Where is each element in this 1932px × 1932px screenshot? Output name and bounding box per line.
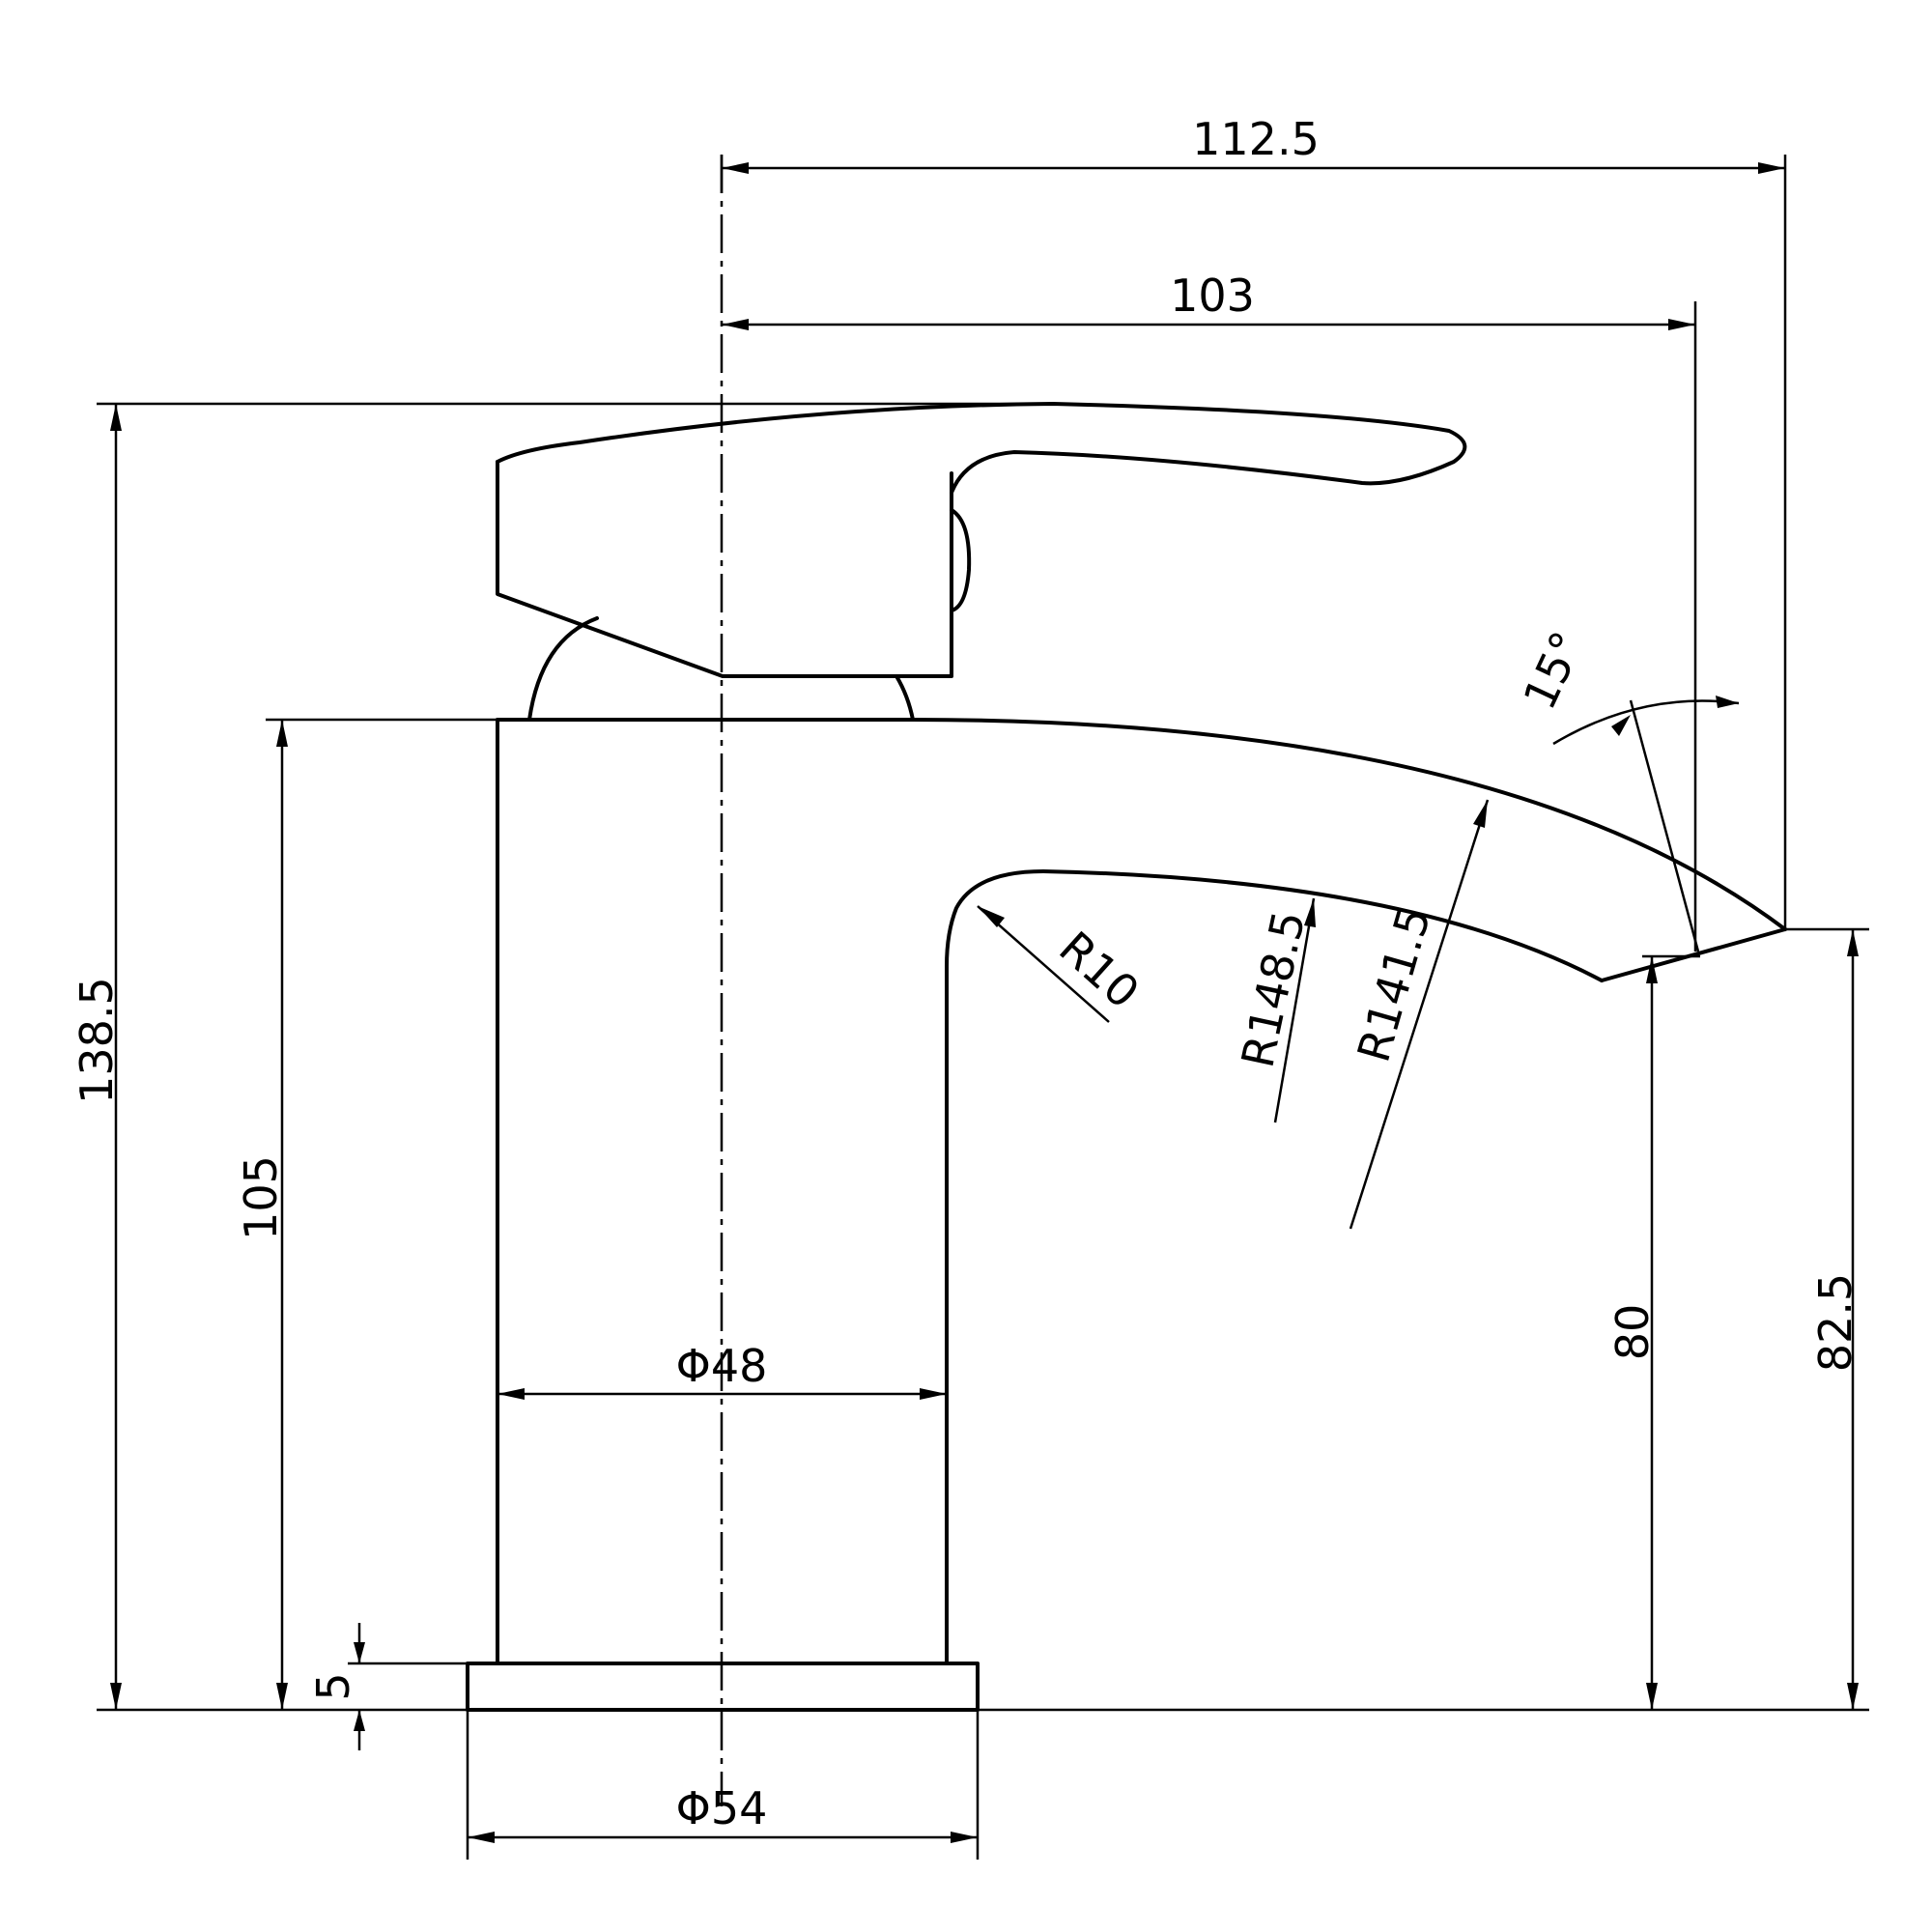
dim-height-body: 105 — [235, 718, 497, 1710]
dim-radius-upper: R141.5 — [1347, 799, 1490, 1230]
dim-label-138-5: 138.5 — [71, 977, 123, 1104]
dim-spout-height-inner: 80 — [1606, 954, 1700, 1710]
dim-label-82-5: 82.5 — [1809, 1273, 1861, 1372]
handle-side-disc — [950, 508, 972, 612]
dim-base-diameter: Φ54 — [466, 1710, 980, 1860]
dim-width-total: 112.5 — [720, 113, 1787, 929]
dim-width-spout: 103 — [722, 270, 1697, 952]
handle-lever — [496, 402, 1467, 495]
dim-spout-height-outer: 82.5 — [978, 927, 1869, 1712]
dim-label-r148-5: R148.5 — [1232, 906, 1316, 1071]
dim-label-80: 80 — [1606, 1304, 1659, 1361]
handle-block — [496, 460, 953, 678]
cartridge-dome — [527, 616, 599, 722]
dim-label-5: 5 — [307, 1672, 359, 1700]
dim-body-diameter: Φ48 — [497, 1340, 947, 1400]
dim-label-r10: R10 — [1049, 922, 1149, 1019]
dim-label-phi54: Φ54 — [676, 1782, 768, 1834]
dim-radius-inner: R10 — [977, 905, 1150, 1023]
dim-label-105: 105 — [235, 1155, 287, 1240]
faucet-outline — [466, 402, 1787, 1712]
dim-label-103: 103 — [1170, 270, 1255, 322]
dim-label-15deg: 15° — [1513, 624, 1593, 718]
spout-outlet-edge — [1600, 927, 1787, 982]
spout-upper-edge — [911, 718, 1787, 931]
cartridge-dome-right — [895, 674, 915, 722]
dim-radius-lower: R148.5 — [1232, 897, 1316, 1123]
dim-label-112-5: 112.5 — [1192, 113, 1320, 165]
dim-height-total: 138.5 — [71, 402, 1053, 1712]
dim-label-r141-5: R141.5 — [1347, 901, 1440, 1067]
dim-outlet-angle: 15° — [1513, 624, 1740, 952]
spout-lower-edge — [945, 869, 1604, 982]
dim-base-thickness: 5 — [307, 1623, 468, 1750]
dim-label-phi48: Φ48 — [676, 1340, 768, 1392]
